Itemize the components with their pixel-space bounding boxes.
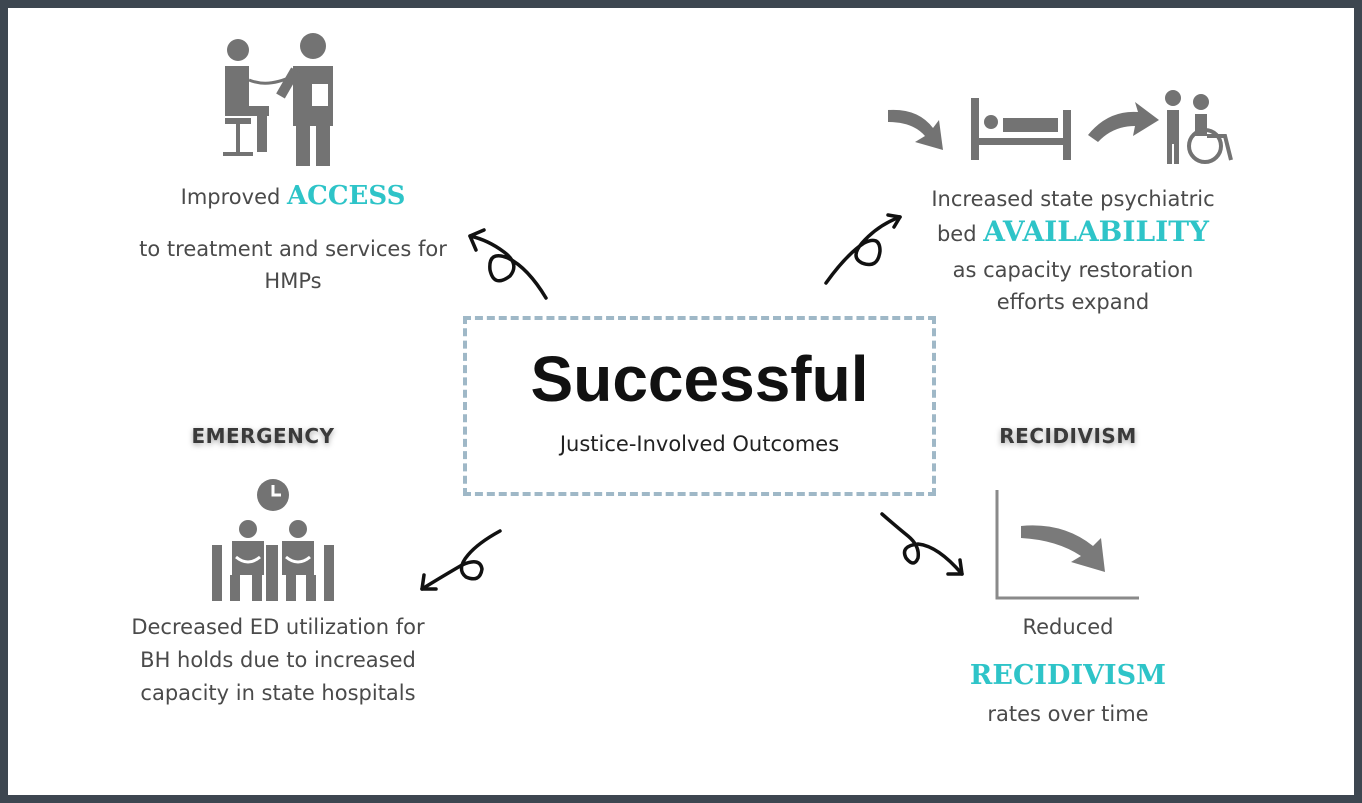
- center-title: Successful: [530, 343, 869, 415]
- emergency-heading: EMERGENCY: [191, 424, 335, 448]
- downward-trend-icon: [995, 490, 1139, 600]
- arrow-to-recidivism: [880, 512, 964, 576]
- availability-line2: as capacity restoration: [952, 258, 1194, 282]
- availability-line3: efforts expand: [996, 290, 1150, 314]
- access-line1: to treatment and services for: [139, 237, 447, 261]
- bed-wheelchair-icon: [888, 90, 1233, 164]
- access-heading: Improved ACCESS: [180, 181, 406, 211]
- arrow-to-access: [468, 228, 548, 300]
- doctor-patient-icon: [223, 33, 333, 166]
- slide-canvas: Improved ACCESS to treatment and service…: [8, 8, 1354, 795]
- emergency-line3: capacity in state hospitals: [140, 681, 416, 705]
- availability-keyword: AVAILABILITY: [983, 215, 1210, 248]
- availability-heading: bed AVAILABILITY: [936, 215, 1210, 248]
- emergency-line1: Decreased ED utilization for: [131, 615, 425, 639]
- access-line2: HMPs: [264, 269, 322, 293]
- recidivism-heading: RECIDIVISM: [999, 424, 1137, 448]
- outcome-center-box: Successful Justice-Involved Outcomes: [463, 316, 936, 496]
- access-keyword: ACCESS: [287, 181, 406, 211]
- arrow-to-availability: [824, 213, 902, 285]
- recidivism-line2: rates over time: [987, 702, 1149, 726]
- arrow-to-emergency: [420, 529, 502, 591]
- recidivism-keyword: RECIDIVISM: [969, 660, 1167, 691]
- emergency-line2: BH holds due to increased: [140, 648, 416, 672]
- availability-line1: Increased state psychiatric: [931, 187, 1215, 211]
- center-subtitle: Justice-Involved Outcomes: [559, 432, 840, 456]
- waiting-room-icon: [212, 479, 334, 601]
- recidivism-line1: Reduced: [1022, 615, 1114, 639]
